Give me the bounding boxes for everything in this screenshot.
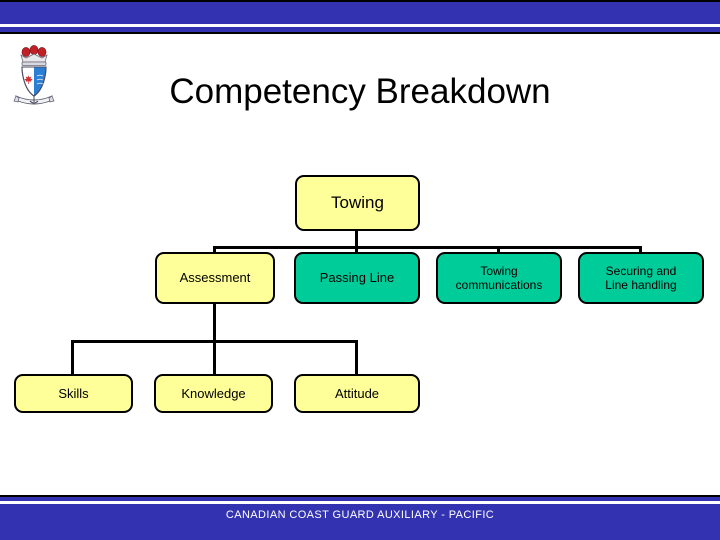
top-banner-black-rule	[0, 32, 720, 34]
node-passing-line-label: Passing Line	[319, 270, 395, 286]
node-passing-line[interactable]: Passing Line	[294, 252, 420, 304]
node-securing-and-line-handling-label: Securing and Line handling	[605, 264, 676, 292]
connector-towing-stem	[355, 231, 358, 248]
footer-black-rule	[0, 495, 720, 497]
node-attitude[interactable]: Attitude	[294, 374, 420, 413]
node-assessment-label: Assessment	[179, 270, 251, 286]
connector-drop-passing-line	[355, 246, 358, 253]
page-title: Competency Breakdown	[169, 72, 551, 111]
node-skills-label: Skills	[58, 385, 89, 401]
node-securing-and-line-handling[interactable]: Securing and Line handling	[578, 252, 704, 304]
connector-drop-assessment	[213, 246, 216, 253]
connector-assessment-stem	[213, 303, 216, 343]
node-knowledge[interactable]: Knowledge	[154, 374, 273, 413]
top-banner-white-rule	[0, 24, 720, 27]
footer-banner: CANADIAN COAST GUARD AUXILIARY - PACIFIC	[0, 495, 720, 540]
connector-drop-skills	[71, 340, 74, 375]
node-attitude-label: Attitude	[334, 385, 380, 401]
connector-drop-towing-comms	[497, 246, 500, 253]
node-towing-communications-line2: communications	[455, 278, 543, 292]
footer-blue-band	[0, 504, 720, 540]
connector-drop-knowledge	[213, 340, 216, 375]
node-towing[interactable]: Towing	[295, 175, 420, 231]
competency-org-chart: Towing Assessment Passing Line Towing co…	[14, 175, 704, 413]
node-knowledge-label: Knowledge	[181, 385, 246, 401]
ccga-crest-logo	[10, 44, 58, 112]
footer-white-rule	[0, 501, 720, 504]
node-skills[interactable]: Skills	[14, 374, 133, 413]
top-banner-thin-blue-band	[0, 27, 720, 32]
node-securing-line1: Securing and	[605, 263, 677, 278]
node-securing-line2: Line handling	[605, 278, 677, 292]
node-towing-communications-label: Towing communications	[456, 264, 543, 292]
connector-drop-securing-line	[639, 246, 642, 253]
top-banner	[0, 0, 720, 34]
footer-text: CANADIAN COAST GUARD AUXILIARY - PACIFIC	[225, 509, 495, 521]
node-towing-label: Towing	[331, 192, 384, 212]
node-assessment[interactable]: Assessment	[155, 252, 275, 304]
footer-thin-blue-band	[0, 497, 720, 501]
node-towing-communications-line1: Towing	[480, 263, 518, 278]
connector-drop-attitude	[355, 340, 358, 375]
connector-level1-bus	[213, 246, 642, 249]
top-banner-blue-band	[0, 0, 720, 24]
node-towing-communications[interactable]: Towing communications	[436, 252, 562, 304]
